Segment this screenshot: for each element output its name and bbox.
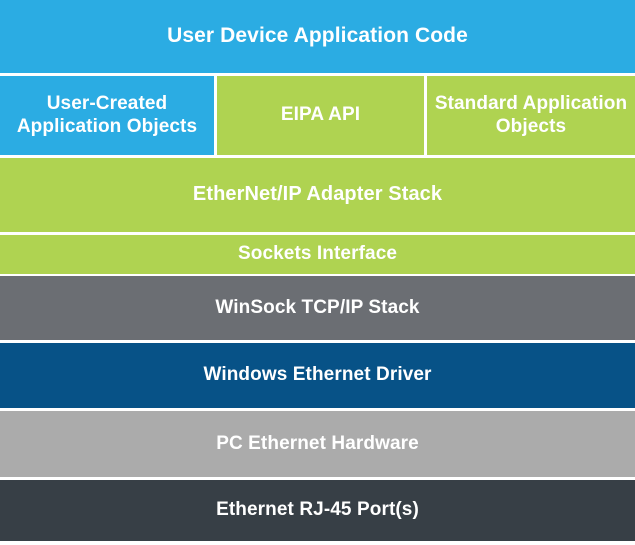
layer-label-ethernet-ip-adapter-stack: EtherNet/IP Adapter Stack <box>192 183 443 206</box>
layer-ethernet-ip-adapter-stack: EtherNet/IP Adapter Stack <box>0 158 635 232</box>
layer-windows-ethernet-driver: Windows Ethernet Driver <box>0 343 635 408</box>
layer-user-device-application-code: User Device Application Code <box>0 0 635 73</box>
column-user-created-application-objects: User-Created Application Objects <box>0 76 214 155</box>
layer-label-windows-ethernet-driver: Windows Ethernet Driver <box>203 364 432 386</box>
layer-sockets-interface: Sockets Interface <box>0 235 635 274</box>
layer-application-objects-row: User-Created Application Objects EIPA AP… <box>0 76 635 155</box>
column-divider-left <box>214 76 217 155</box>
layer-label-pc-ethernet-hardware: PC Ethernet Hardware <box>216 432 419 454</box>
layer-winsock-tcp-ip-stack: WinSock TCP/IP Stack <box>0 276 635 340</box>
column-divider-right <box>424 76 427 155</box>
layer-label-user-created-application-objects: User-Created Application Objects <box>16 93 198 137</box>
layer-label-ethernet-rj45-ports: Ethernet RJ-45 Port(s) <box>216 499 419 521</box>
column-eipa-api: EIPA API <box>217 76 424 155</box>
layer-label-winsock-tcp-ip-stack: WinSock TCP/IP Stack <box>215 296 420 318</box>
layer-pc-ethernet-hardware: PC Ethernet Hardware <box>0 411 635 477</box>
layer-ethernet-rj45-ports: Ethernet RJ-45 Port(s) <box>0 480 635 541</box>
layer-label-eipa-api: EIPA API <box>280 104 361 126</box>
layer-label-user-device-application-code: User Device Application Code <box>167 24 468 48</box>
layer-label-sockets-interface: Sockets Interface <box>237 243 398 265</box>
layer-label-standard-application-objects: Standard Application Objects <box>434 93 628 137</box>
column-standard-application-objects: Standard Application Objects <box>427 76 635 155</box>
